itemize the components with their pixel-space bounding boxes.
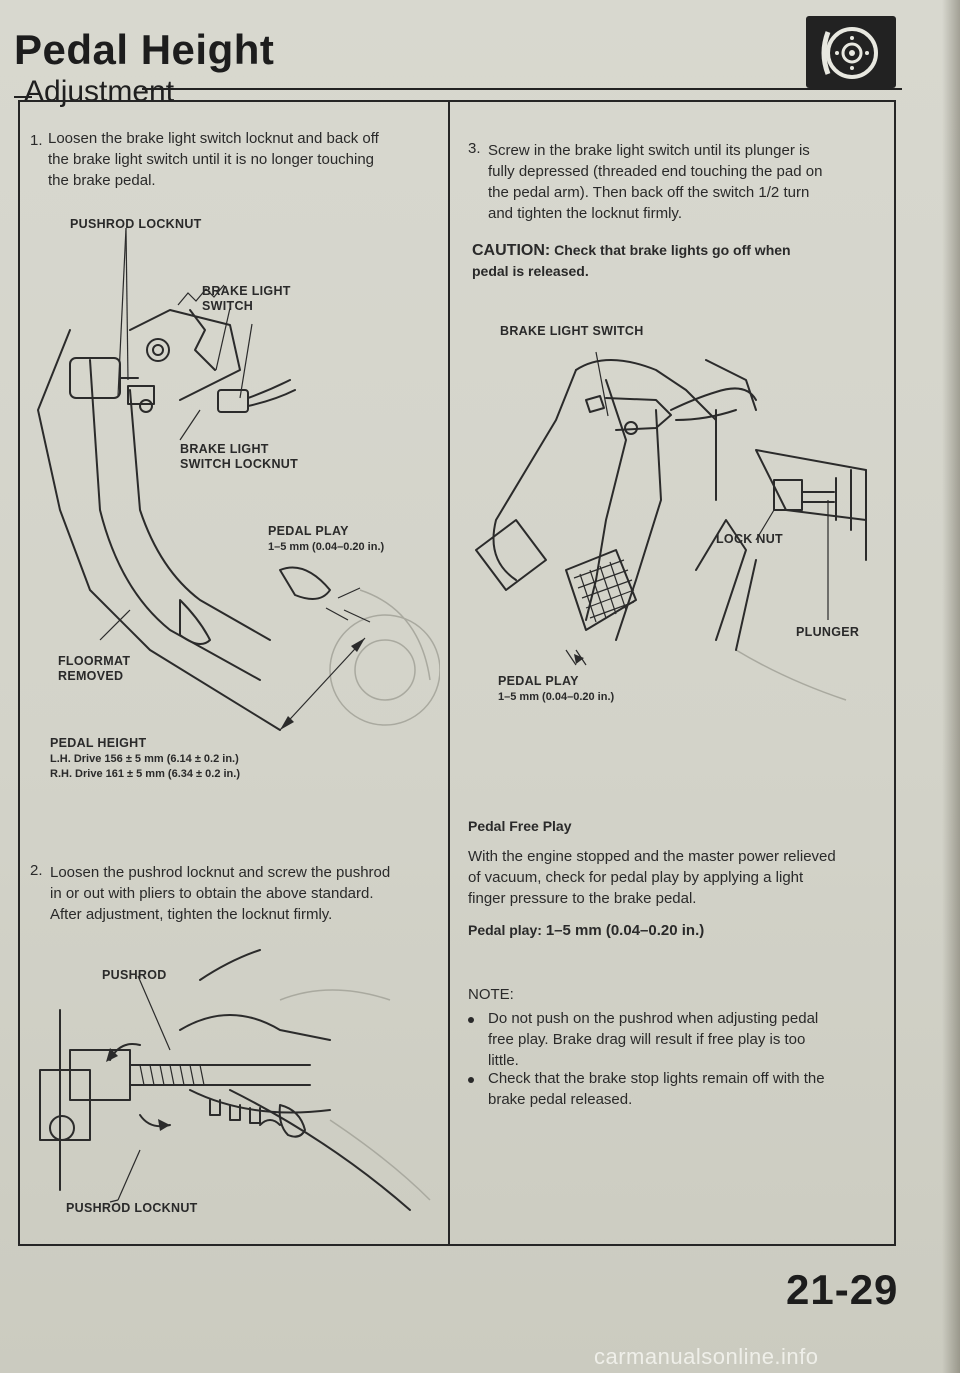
- note-bullet-2: [468, 1077, 474, 1083]
- step-3-line-4: and tighten the locknut firmly.: [488, 205, 682, 222]
- label-lock-nut: LOCK NUT: [716, 532, 783, 546]
- free-play-line-3: finger pressure to the brake pedal.: [468, 890, 697, 907]
- note-heading: NOTE:: [468, 986, 514, 1003]
- site-watermark: carmanualsonline.info: [594, 1344, 819, 1369]
- label-plunger: PLUNGER: [796, 625, 860, 639]
- page-title: Pedal Height: [14, 26, 275, 73]
- caution-text-1: Check that brake lights go off when: [554, 242, 791, 258]
- note-1-line-3: little.: [488, 1052, 519, 1069]
- free-play-line-2: of vacuum, check for pedal play by apply…: [468, 869, 804, 886]
- label-brake-light-switch-r: BRAKE LIGHT SWITCH: [500, 324, 644, 338]
- label-pushrod-locknut-2: PUSHROD LOCKNUT: [66, 1201, 198, 1215]
- label-pushrod-locknut: PUSHROD LOCKNUT: [70, 217, 202, 231]
- label-floormat-1: FLOORMAT: [58, 654, 131, 668]
- pushrod-figure: [39, 949, 431, 1211]
- step-1-line-2: the brake light switch until it is no lo…: [48, 151, 375, 168]
- label-pedal-play-2: 1–5 mm (0.04–0.20 in.): [268, 541, 385, 553]
- label-brake-light-switch-1: BRAKE LIGHT: [202, 284, 291, 298]
- content-frame: [18, 100, 896, 1246]
- page-edge-shadow: [942, 0, 960, 1373]
- pedal-play-spec-label: Pedal play:: [468, 922, 542, 938]
- step-2-line-3: After adjustment, tighten the locknut fi…: [50, 906, 333, 923]
- label-floormat-2: REMOVED: [58, 669, 124, 683]
- label-rh-drive: R.H. Drive 161 ± 5 mm (6.34 ± 0.2 in.): [50, 768, 240, 780]
- step-2-line-1: Loosen the pushrod locknut and screw the…: [50, 864, 391, 881]
- caution-note: CAUTION: Check that brake lights go off …: [472, 240, 872, 281]
- step-1-line-1: Loosen the brake light switch locknut an…: [48, 130, 379, 147]
- step-3-number: 3.: [468, 140, 481, 157]
- subtitle-rule: [142, 88, 902, 90]
- note-1-line-2: free play. Brake drag will result if fre…: [488, 1031, 806, 1048]
- label-pedal-play-r-2: 1–5 mm (0.04–0.20 in.): [498, 691, 615, 703]
- step-2-number: 2.: [30, 862, 43, 879]
- step-1-line-3: the brake pedal.: [48, 172, 156, 189]
- step-1-number: 1.: [30, 132, 43, 149]
- pedal-height-figure: [37, 227, 440, 731]
- step-2-line-2: in or out with pliers to obtain the abov…: [50, 885, 374, 902]
- caution-label: CAUTION:: [472, 242, 551, 259]
- page-number: 21-29: [786, 1266, 899, 1313]
- subtitle-rule-corner: [14, 96, 32, 98]
- pedal-play-spec-value: 1–5 mm (0.04–0.20 in.): [545, 922, 705, 939]
- label-brake-light-switch-2: SWITCH: [202, 299, 254, 313]
- label-switch-locknut-2: SWITCH LOCKNUT: [180, 457, 299, 471]
- label-switch-locknut-1: BRAKE LIGHT: [180, 442, 269, 456]
- free-play-line-1: With the engine stopped and the master p…: [468, 848, 836, 865]
- note-1-line-1: Do not push on the pushrod when adjustin…: [488, 1010, 819, 1027]
- label-pedal-height: PEDAL HEIGHT: [50, 736, 147, 750]
- column-divider: [448, 100, 450, 1246]
- pedal-play-spec: Pedal play: 1–5 mm (0.04–0.20 in.): [468, 922, 704, 939]
- label-pedal-play-1: PEDAL PLAY: [268, 524, 349, 538]
- section-subtitle: Adjustment: [24, 75, 175, 108]
- label-lh-drive: L.H. Drive 156 ± 5 mm (6.14 ± 0.2 in.): [50, 753, 239, 765]
- pedal-free-play-heading: Pedal Free Play: [468, 818, 572, 834]
- step-3-line-2: fully depressed (threaded end touching t…: [488, 163, 823, 180]
- note-2-line-1: Check that the brake stop lights remain …: [488, 1070, 825, 1087]
- step-3-line-3: the pedal arm). Then back off the switch…: [488, 184, 810, 201]
- label-pedal-play-r-1: PEDAL PLAY: [498, 674, 579, 688]
- brake-light-switch-figure: [475, 351, 867, 701]
- label-pushrod: PUSHROD: [102, 968, 167, 982]
- caution-text-2: pedal is released.: [472, 263, 589, 279]
- brake-disc-icon: [806, 16, 896, 88]
- note-2-line-2: brake pedal released.: [488, 1091, 633, 1108]
- note-bullet-1: [468, 1017, 474, 1023]
- step-3-line-1: Screw in the brake light switch until it…: [488, 142, 810, 159]
